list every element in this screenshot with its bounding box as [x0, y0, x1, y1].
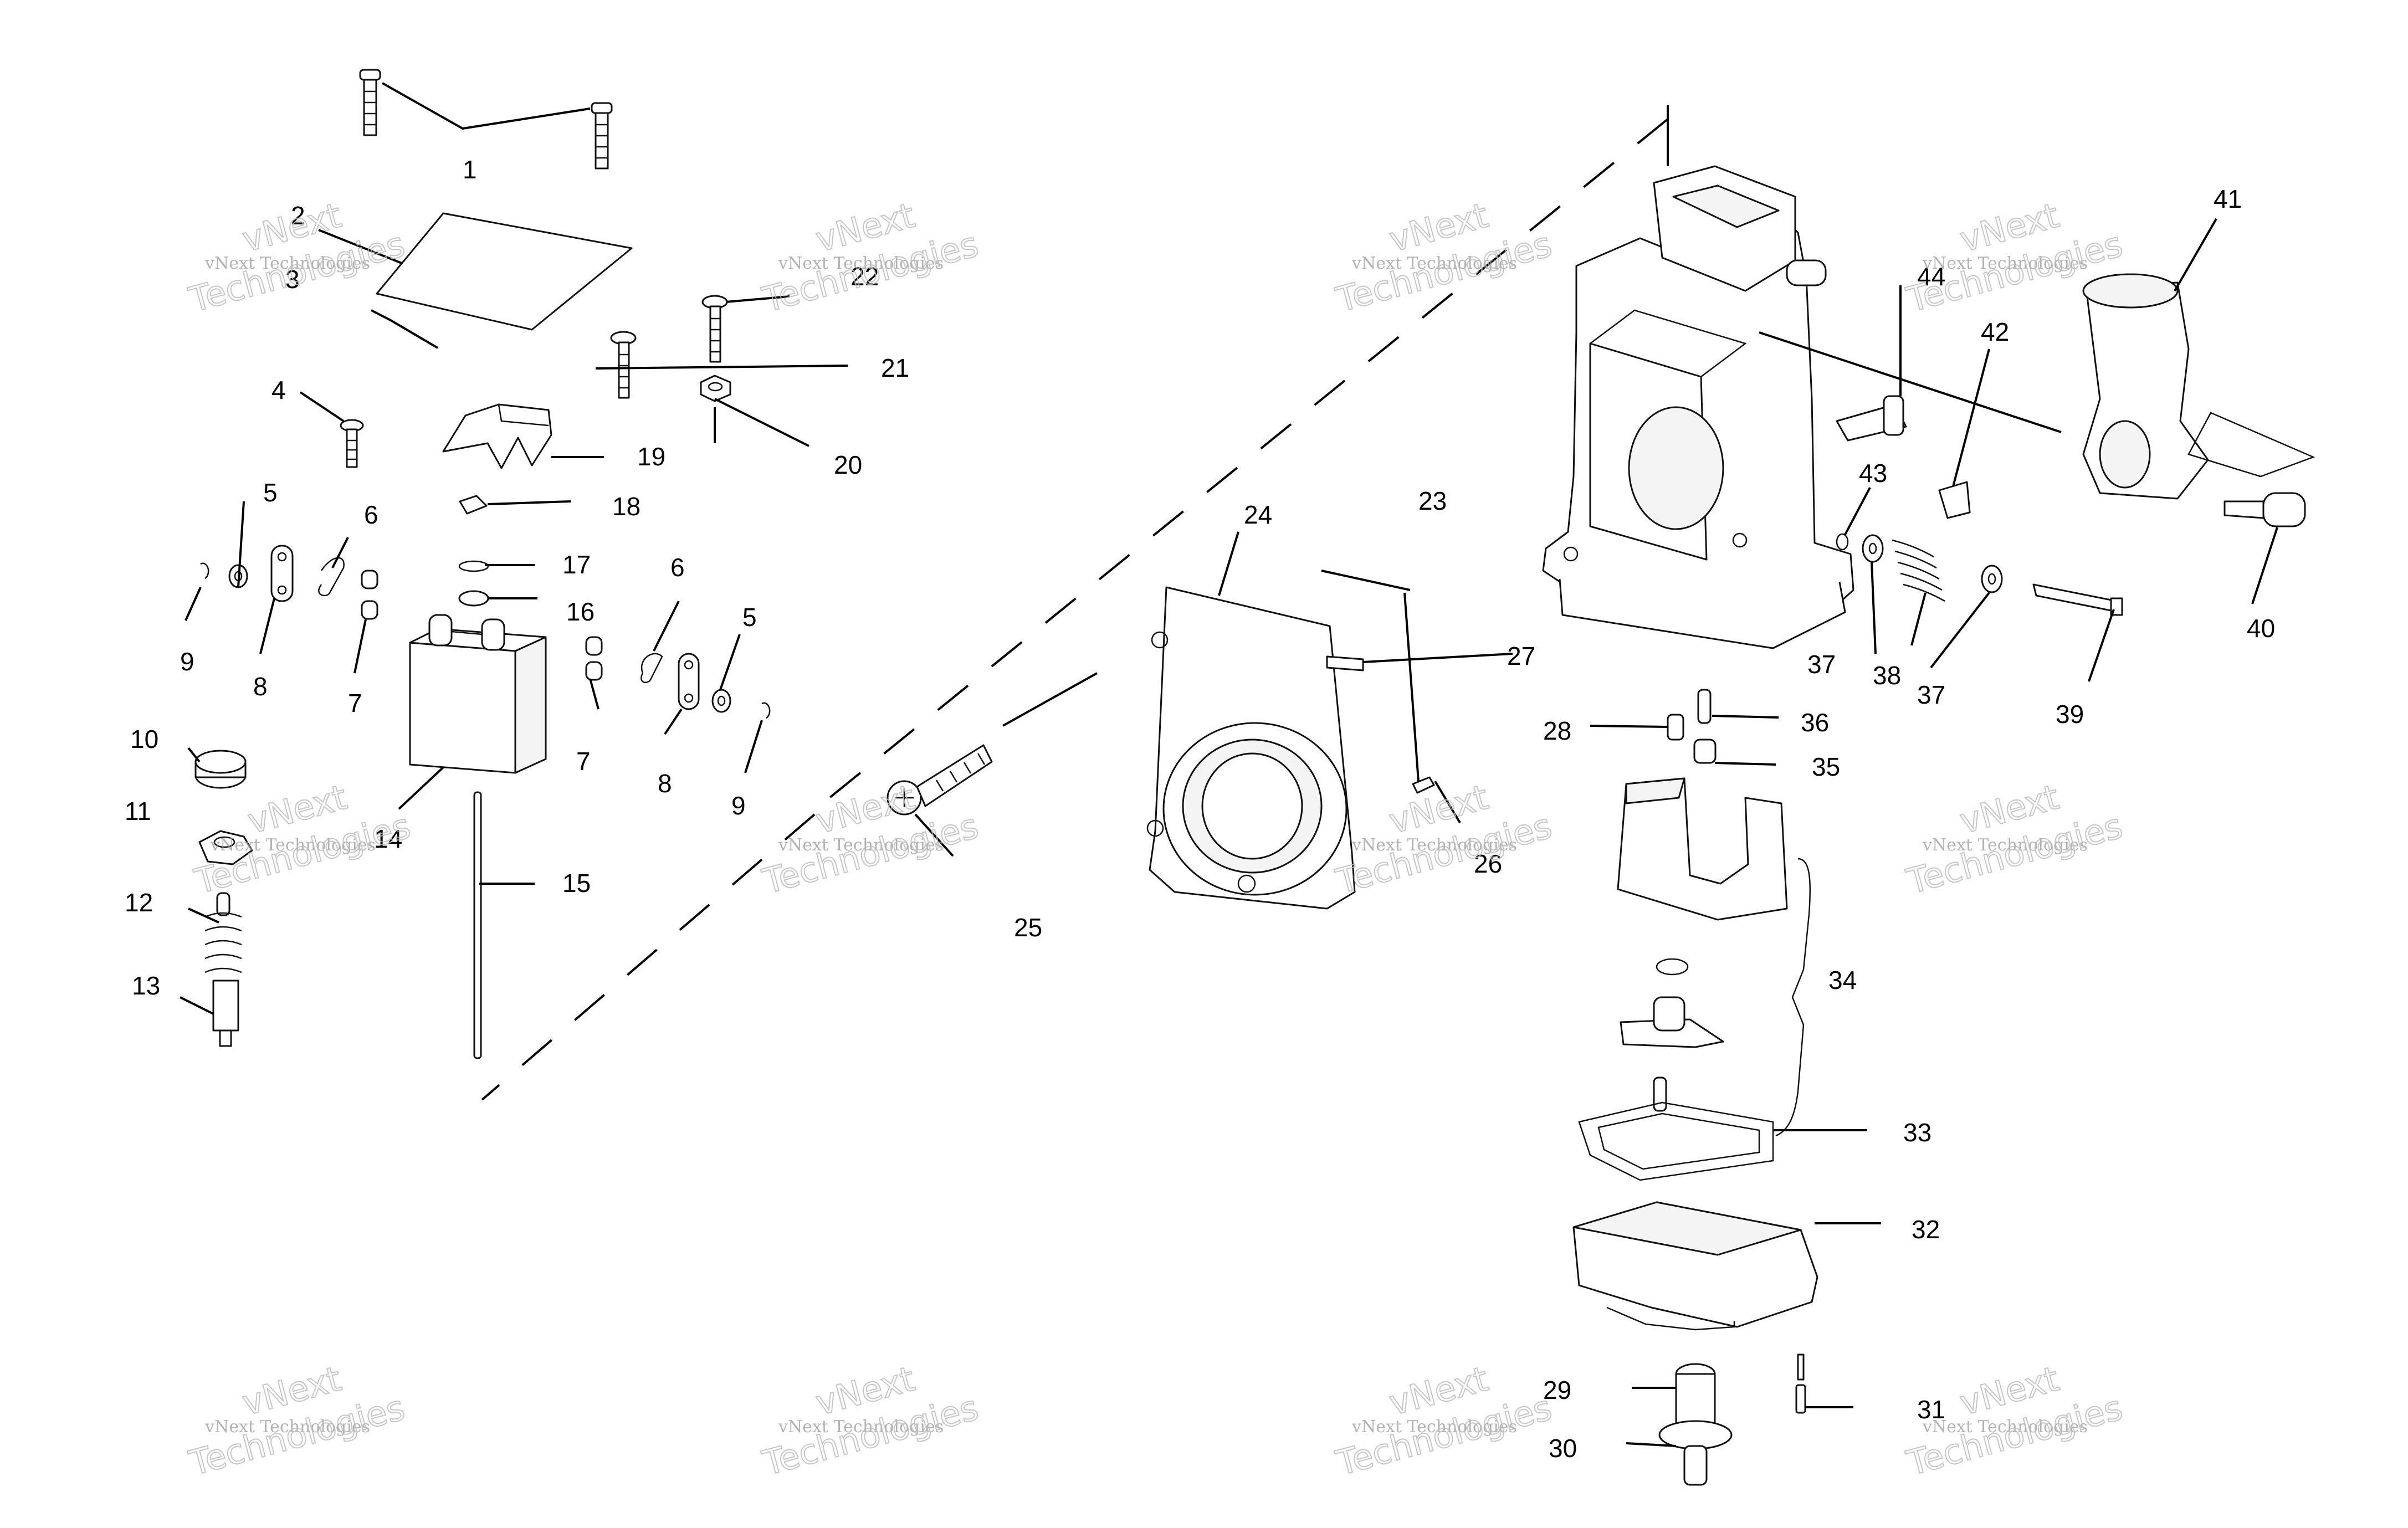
svg-text:vNext Technologies: vNext Technologies [1351, 254, 1517, 273]
watermark: vNext Technologies vNext Technologies [185, 1358, 410, 1484]
callout-38: 38 [1873, 661, 1901, 690]
svg-text:vNext Technologies: vNext Technologies [1922, 835, 2088, 855]
callout-29: 29 [1543, 1376, 1571, 1404]
callout-26: 26 [1474, 849, 1502, 878]
carburetor-body [1542, 165, 2062, 649]
svg-text:vNext Technologies: vNext Technologies [1351, 1417, 1517, 1437]
callout-4: 4 [271, 376, 286, 404]
screw-item-40 [2223, 492, 2306, 527]
needle-spring-items-37-39 [1862, 534, 2123, 616]
small-screw-item-4 [340, 419, 364, 468]
callout-15: 15 [562, 869, 591, 898]
callout-21: 21 [881, 353, 909, 382]
svg-text:vNext Technologies: vNext Technologies [204, 1417, 370, 1437]
callout-44: 44 [1917, 262, 1945, 291]
callout-22: 22 [851, 262, 879, 291]
callout-41: 41 [2214, 184, 2242, 213]
callout-28: 28 [1543, 716, 1571, 745]
watermark: vNext Technologies vNext Technologies [1331, 1358, 1557, 1484]
jets-items-28-35-36 [1667, 689, 1717, 764]
watermark: vNext Technologies vNext Technologies [758, 1358, 983, 1484]
watermark: vNext Technologies vNext Technologies [1902, 776, 2128, 903]
callout-16: 16 [566, 597, 595, 626]
callout-27: 27 [1507, 642, 1535, 670]
assembly-dashed-lines [481, 105, 1669, 1101]
callout-24: 24 [1244, 500, 1272, 529]
gasket-plate-item-2 [371, 212, 633, 349]
callout-34: 34 [1828, 966, 1857, 994]
callout-3: 3 [285, 265, 300, 294]
float-assembly-item-34 [1617, 777, 1811, 1137]
callout-42: 42 [1981, 317, 2009, 346]
callout-30: 30 [1549, 1434, 1577, 1463]
callout-17: 17 [562, 550, 591, 579]
callout-40: 40 [2247, 614, 2275, 643]
throttle-arm-item-41 [2082, 273, 2315, 500]
callout-10: 10 [130, 725, 158, 753]
small-parts-items-5-9-left [200, 545, 378, 620]
callout-36: 36 [1801, 708, 1829, 737]
screw-item-25 [887, 744, 993, 816]
callout-8b: 8 [658, 769, 672, 798]
callout-19: 19 [637, 442, 665, 471]
callout-37a: 37 [1807, 650, 1836, 679]
screws-items-21-22 [610, 295, 731, 402]
drain-items-29-31 [1658, 1353, 1806, 1486]
callout-31: 31 [1917, 1395, 1945, 1424]
callout-7a: 7 [348, 689, 362, 717]
callout-20: 20 [834, 450, 862, 479]
callout-7b: 7 [576, 747, 591, 776]
gasket-item-33 [1578, 1076, 1774, 1181]
callout-5b: 5 [742, 603, 757, 632]
watermarks: vNext Technologies vNext Technologies vN… [185, 194, 2128, 1484]
svg-text:vNext Technologies: vNext Technologies [778, 835, 944, 855]
callout-9b: 9 [731, 791, 746, 820]
callout-18: 18 [612, 492, 641, 521]
rings-items-16-17 [458, 560, 489, 607]
svg-text:vNext Technologies: vNext Technologies [1351, 835, 1517, 855]
svg-text:vNext Technologies: vNext Technologies [778, 254, 944, 273]
svg-text:vNext Technologies: vNext Technologies [1922, 1417, 2088, 1437]
callout-35: 35 [1812, 752, 1840, 781]
svg-text:vNext Technologies: vNext Technologies [204, 254, 370, 273]
svg-text:vNext Technologies: vNext Technologies [210, 835, 376, 855]
mounting-plate-item-24 [1146, 586, 1364, 910]
needle-item-15 [473, 791, 482, 1059]
callout-25: 25 [1014, 913, 1042, 942]
bracket-item-19 [442, 403, 552, 469]
callout-labels: 1 2 3 4 5 5 6 6 7 7 8 8 9 9 10 11 12 13 … [125, 155, 2275, 1463]
callout-12: 12 [125, 888, 153, 917]
rod-item-23 [1321, 570, 1435, 794]
throttle-slide-item-14 [409, 614, 547, 774]
watermark: vNext Technologies vNext Technologies [1331, 776, 1557, 903]
callout-32: 32 [1912, 1215, 1940, 1244]
callout-5a: 5 [263, 478, 278, 507]
callout-1: 1 [463, 155, 477, 184]
clip-item-18 [459, 495, 488, 515]
svg-text:vNext Technologies: vNext Technologies [778, 1417, 944, 1437]
callout-8a: 8 [253, 672, 268, 701]
fittings-items-42-44 [1836, 395, 1971, 551]
watermark: vNext Technologies vNext Technologies [758, 194, 983, 321]
callout-9a: 9 [180, 647, 194, 676]
callout-11: 11 [125, 797, 151, 825]
callout-13: 13 [132, 971, 160, 1000]
callout-43: 43 [1859, 459, 1887, 488]
small-parts-items-5-9-right [585, 636, 771, 719]
svg-text:vNext Technologies: vNext Technologies [1922, 254, 2088, 273]
parts-items-10-13 [194, 750, 253, 1047]
callout-6b: 6 [670, 553, 685, 582]
callout-2: 2 [291, 201, 305, 230]
screws-item-1 [359, 69, 613, 170]
callout-23: 23 [1418, 486, 1447, 515]
leader-lines [180, 218, 2278, 1447]
callout-6a: 6 [364, 500, 378, 529]
callout-37b: 37 [1917, 680, 1945, 709]
watermark: vNext Technologies vNext Technologies [1331, 194, 1557, 321]
callout-14: 14 [374, 824, 402, 853]
callout-39: 39 [2056, 700, 2084, 729]
callout-33: 33 [1903, 1118, 1931, 1147]
float-bowl-item-32 [1572, 1201, 1818, 1331]
